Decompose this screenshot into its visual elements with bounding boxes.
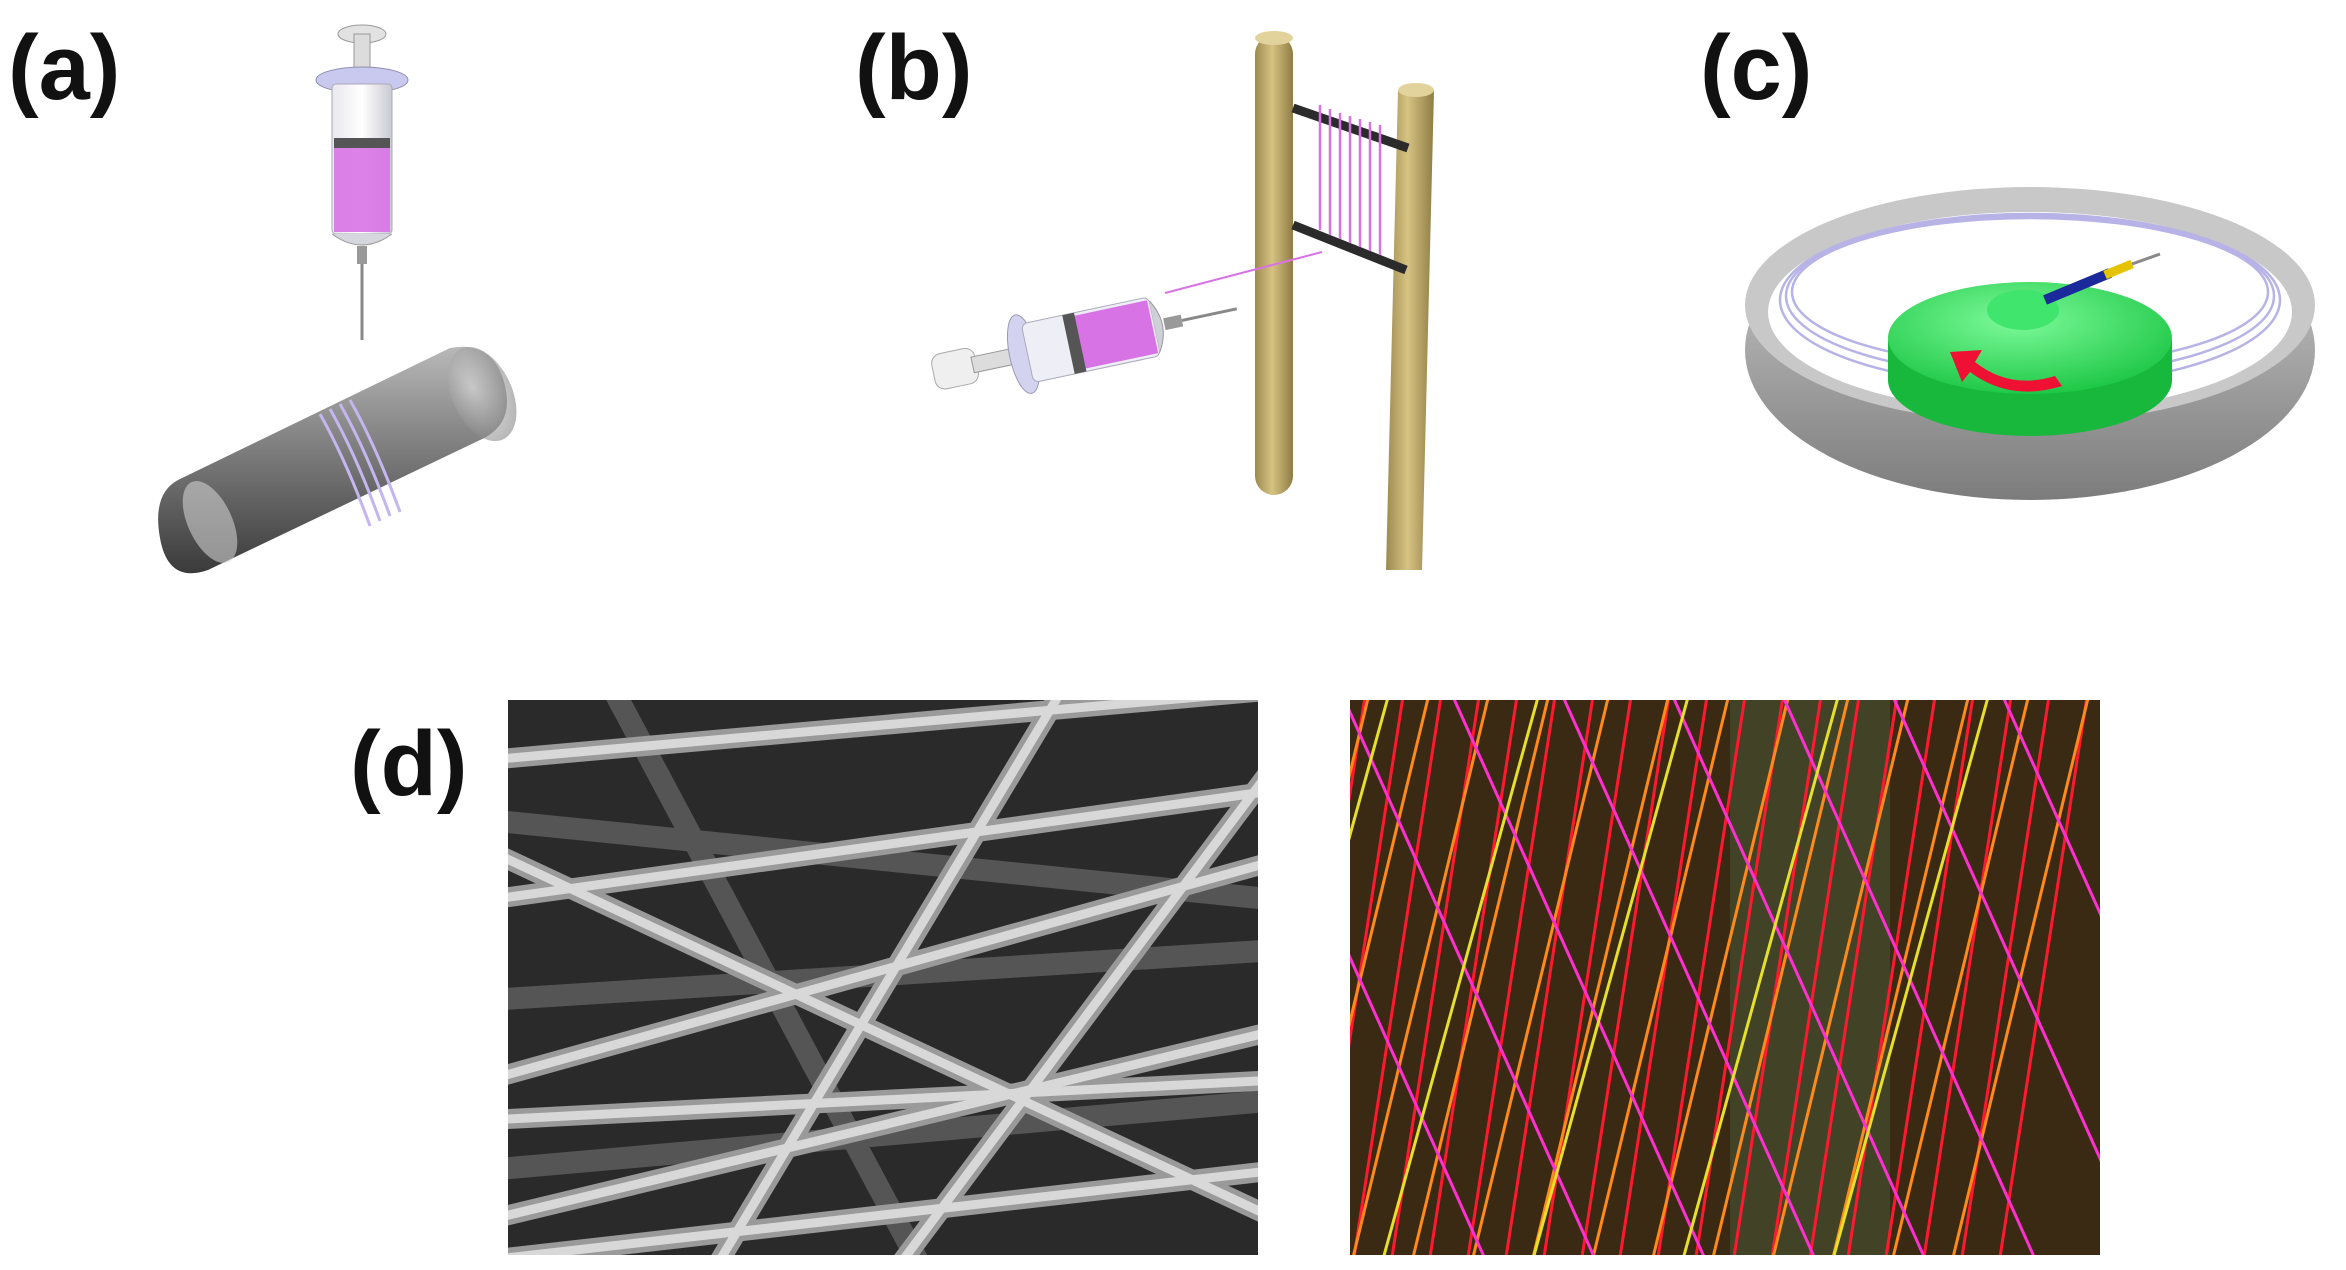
fiber-strand [1350,700,1366,803]
parallel-rods-icon [1255,31,1434,570]
fiber-strand [1884,700,1974,1255]
fiber-strand [1892,700,2030,1255]
fiber-strand [2002,700,2100,917]
fiber-strand [1350,700,1389,841]
panel-label-c: (c) [1700,17,1813,119]
fiber-strand [1412,700,1550,1255]
fiber-strand [1652,700,1790,1255]
fiber-strand [1618,700,1708,1255]
fiber-strand [1532,700,1689,1255]
fiber-strand [1466,700,1556,1255]
panel-b-parallel-collector [931,31,1434,570]
fiber-strand [1712,700,1850,1255]
panel-c-dish-collector [1745,187,2315,500]
panel-a-drum-collector [158,24,517,574]
fiber-strand [1770,700,1860,1255]
fiber-strand [1580,700,1670,1255]
fiber-strand [1592,700,1730,1255]
fiber-strand [1352,700,1490,1255]
fiber-strand [1390,700,1480,1255]
fiber-strand [1732,700,1822,1255]
syringe-icon [931,297,1238,394]
fluorescence-micrograph [1350,700,2100,1255]
fiber-strand [1960,700,2050,1255]
fiber-strand [1562,700,1815,1255]
fiber-strand [1922,700,2012,1255]
fiber-strand [1682,700,1839,1255]
fiber-strand [1694,700,1784,1255]
fiber-strand [1532,700,1670,1255]
fiber-strand [1452,700,1705,1255]
rotation-arrow-icon [1950,350,2062,392]
fiber-strand [1846,700,1936,1255]
fiber-strand [1772,700,1910,1255]
panel-label-d: (d) [350,713,468,815]
fiber-strand [1672,700,1925,1255]
rotating-drum-icon [158,346,517,574]
panel-label-b: (b) [855,17,973,119]
fiber-strand [1892,700,2100,1163]
fiber-strand [1504,700,1594,1255]
aligned-fibers [1318,105,1382,255]
sem-micrograph [508,700,1258,1255]
fiber-strand [1832,700,1989,1255]
fiber-strand [1998,700,2088,1255]
fiber-strand [1352,700,1442,1255]
fiber-strand [1472,700,1610,1255]
syringe-icon [315,24,409,340]
jet-line [1164,251,1323,294]
fiber-strand [1428,700,1518,1255]
panel-label-a: (a) [8,17,121,119]
fiber-strand [1350,954,1485,1255]
fiber-strand [1382,700,1539,1255]
fiber-strand [1832,700,1970,1255]
fiber-strand [1808,700,1898,1255]
drum-fiber-bands [318,399,402,527]
fiber-strand [1656,700,1746,1255]
